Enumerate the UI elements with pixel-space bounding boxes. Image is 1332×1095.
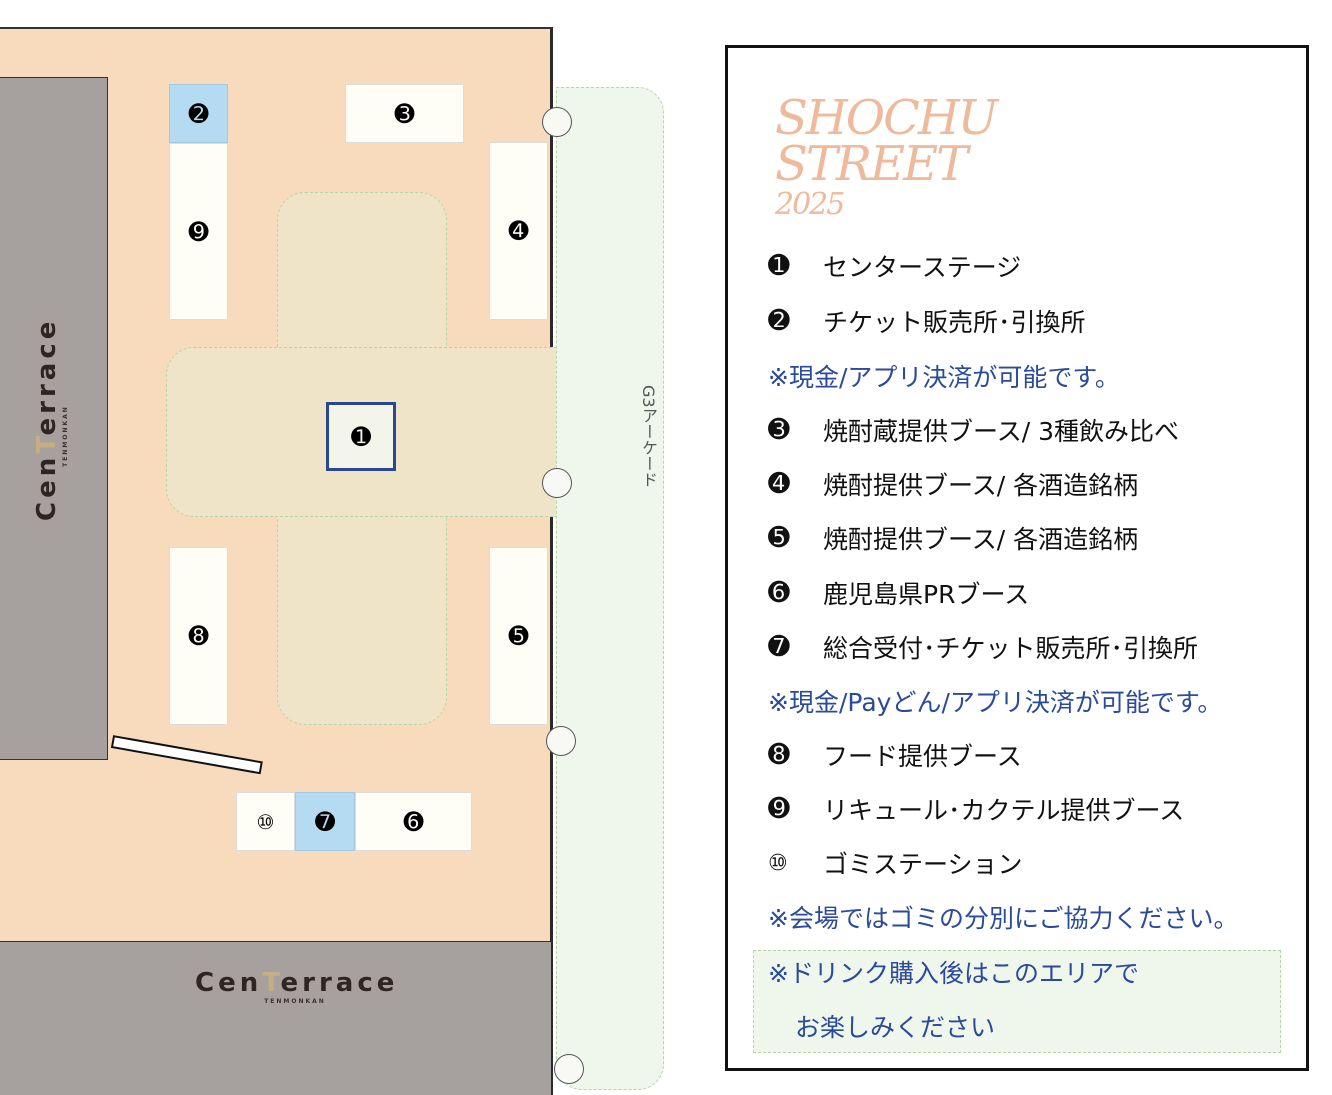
booth-5-shochu[interactable]: ➎ <box>489 547 548 725</box>
booth-7-reception[interactable]: ➐ <box>295 792 355 851</box>
booth-4-shochu[interactable]: ➍ <box>489 142 548 320</box>
booth-6-kagoshima-pr[interactable]: ➏ <box>355 792 472 851</box>
entrance-door-icon <box>542 107 572 137</box>
booth-number: ➍ <box>508 217 529 245</box>
legend-note-payment-2: ※現金/アプリ決済が可能です。 <box>768 363 1120 392</box>
legend-panel <box>725 45 1309 1071</box>
booth-number: ➑ <box>188 622 209 650</box>
booth-number: ➏ <box>403 807 424 836</box>
drink-area-note-line1: ※ドリンク購入後はこのエリアで <box>768 959 1139 988</box>
drink-area-legend-swatch <box>753 950 1281 1053</box>
booth-2-ticket-office[interactable]: ➋ <box>169 84 228 143</box>
centerrace-logo-vertical: CenTerrace TENMONKAN <box>32 317 69 521</box>
booth-9-liqueur-cocktail[interactable]: ➒ <box>169 143 228 320</box>
booth-number: ➎ <box>508 622 529 650</box>
centerrace-logo-horizontal: CenTerrace TENMONKAN <box>195 968 399 1005</box>
entrance-door-icon <box>546 726 576 756</box>
booth-10-garbage-station[interactable]: ⑩ <box>236 792 295 851</box>
legend-note-payment-7: ※現金/Payどん/アプリ決済が可能です。 <box>768 688 1223 717</box>
booth-number: ➐ <box>314 807 336 836</box>
booth-3-shochu-brewery[interactable]: ➌ <box>345 84 464 143</box>
event-title: SHOCHU STREET 2025 <box>775 90 998 223</box>
g3-arcade-area <box>556 87 664 1090</box>
drink-area-note-line2: お楽しみください <box>795 1013 996 1042</box>
booth-number: ➒ <box>188 217 209 246</box>
booth-number: ➊ <box>350 422 372 451</box>
booth-8-food[interactable]: ➑ <box>169 547 228 725</box>
centerrace-building-left <box>0 77 108 760</box>
legend-note-garbage: ※会場ではゴミの分別にご協力ください。 <box>768 904 1239 933</box>
centerrace-building-bottom <box>0 941 551 1095</box>
booth-number: ➌ <box>394 99 415 128</box>
entrance-door-icon <box>554 1054 584 1084</box>
booth-number: ➋ <box>188 99 209 128</box>
entrance-door-icon <box>542 468 572 498</box>
booth-number: ⑩ <box>256 809 275 834</box>
booth-1-center-stage[interactable]: ➊ <box>326 402 396 471</box>
arcade-label: G3アーケード <box>639 385 658 488</box>
